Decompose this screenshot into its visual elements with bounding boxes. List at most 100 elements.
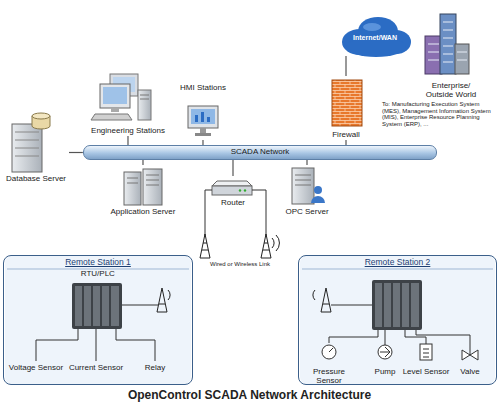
plc-rack xyxy=(93,286,100,326)
plc-rack xyxy=(375,283,382,327)
opc-server xyxy=(292,168,325,204)
hmi-monitor xyxy=(191,109,215,124)
node-label: Internet/WAN xyxy=(353,34,397,42)
node-label: OPC Server xyxy=(285,208,328,217)
application-server xyxy=(124,169,162,205)
field-wires xyxy=(36,329,78,361)
opc-server: OPC Server xyxy=(280,165,334,217)
opc-server xyxy=(292,168,314,204)
station-ground xyxy=(5,255,495,385)
router: Router xyxy=(208,176,258,208)
opc-server xyxy=(311,196,325,203)
database-server xyxy=(15,132,39,156)
text-label: Pump xyxy=(366,368,404,377)
field-devices xyxy=(380,347,390,357)
hmi-stations: HMI Stations xyxy=(178,84,228,140)
node-label: Database Server xyxy=(6,175,66,184)
application-server xyxy=(124,172,141,205)
enterprise-building xyxy=(455,44,469,74)
firewall-wall xyxy=(332,80,362,126)
database-server xyxy=(12,124,42,172)
field-wires xyxy=(116,329,155,361)
plc-rack xyxy=(111,286,119,326)
application-server: Application Server xyxy=(100,165,186,217)
remote-station: Remote Station 2 xyxy=(298,255,497,385)
engineering-computers xyxy=(103,87,127,104)
engineering-computers xyxy=(140,95,149,99)
text-label: To: Manufacturing Execution System (MES)… xyxy=(382,101,494,127)
link-wires xyxy=(331,305,372,306)
connector xyxy=(127,136,128,145)
enterprise-building xyxy=(428,22,467,62)
antenna-tower xyxy=(157,234,331,312)
router-box xyxy=(212,181,252,186)
text-label: Pressure Sensor xyxy=(300,368,358,386)
node-label: Engineering Stations xyxy=(91,127,165,136)
field-devices xyxy=(378,345,392,359)
plc-rack xyxy=(72,280,422,330)
firewall: Firewall xyxy=(320,76,372,140)
field-devices xyxy=(329,348,333,352)
plc-rack xyxy=(75,286,82,326)
station-ground xyxy=(300,255,495,385)
connector xyxy=(345,56,346,76)
enterprise-building: Enterprise/ Outside World xyxy=(418,10,484,100)
database-server xyxy=(32,113,50,119)
router-box xyxy=(244,189,246,191)
plc-rack xyxy=(393,283,400,327)
hmi-monitor xyxy=(201,112,204,122)
antenna-tower xyxy=(200,234,210,258)
node-label: Firewall xyxy=(332,131,360,140)
field-devices xyxy=(423,349,429,357)
engineering-computers xyxy=(91,74,151,120)
field-wires xyxy=(96,329,97,361)
node-label: Router xyxy=(221,199,245,208)
text-label: Relay xyxy=(140,364,170,373)
plc-rack xyxy=(402,283,409,327)
database-server xyxy=(12,113,50,172)
antenna-tower xyxy=(321,288,331,312)
enterprise-building xyxy=(440,14,456,74)
hmi-monitor xyxy=(195,115,198,122)
text-label: Valve xyxy=(452,368,488,377)
node-label: Remote Station 1 xyxy=(65,258,131,267)
router-box xyxy=(212,181,252,195)
hmi-monitor xyxy=(188,106,218,136)
caption: OpenControl SCADA Network Architecture xyxy=(0,389,499,402)
engineering-computers xyxy=(100,84,130,108)
node-label: HMI Stations xyxy=(180,84,226,93)
engineering-computers xyxy=(138,90,151,120)
application-server xyxy=(127,175,159,185)
plc-rack xyxy=(84,286,91,326)
node-label: Enterprise/ Outside World xyxy=(418,82,484,100)
hmi-monitor xyxy=(200,128,206,133)
field-devices xyxy=(420,344,432,360)
router-box xyxy=(239,189,241,191)
plc-rack xyxy=(72,283,122,329)
internet-cloud: Internet/WAN xyxy=(338,20,412,56)
enterprise-building xyxy=(425,36,442,74)
application-server xyxy=(143,169,162,205)
engineering-computers xyxy=(111,108,119,112)
node-label: SCADA Network xyxy=(231,148,290,157)
text-label: Wired or Wireless Link xyxy=(196,261,284,268)
opc-server xyxy=(314,186,322,194)
text-label: Level Sensor xyxy=(400,368,452,377)
antenna-tower xyxy=(159,304,165,305)
field-devices xyxy=(322,345,336,359)
connector xyxy=(69,152,83,153)
network-band: SCADA Network xyxy=(83,145,437,160)
field-wires xyxy=(385,330,386,345)
hmi-monitor xyxy=(188,106,218,128)
station-ground xyxy=(5,255,191,385)
cloud xyxy=(363,23,381,31)
station-ground xyxy=(7,269,493,270)
antenna-tower xyxy=(168,235,315,300)
antenna-tower xyxy=(157,288,167,312)
engineering-stations: Engineering Stations xyxy=(85,70,171,136)
node-label: RTU/PLC xyxy=(81,270,115,279)
link-wires xyxy=(205,190,212,236)
opc-server xyxy=(295,175,311,185)
text-label: Current Sensor xyxy=(68,364,124,373)
